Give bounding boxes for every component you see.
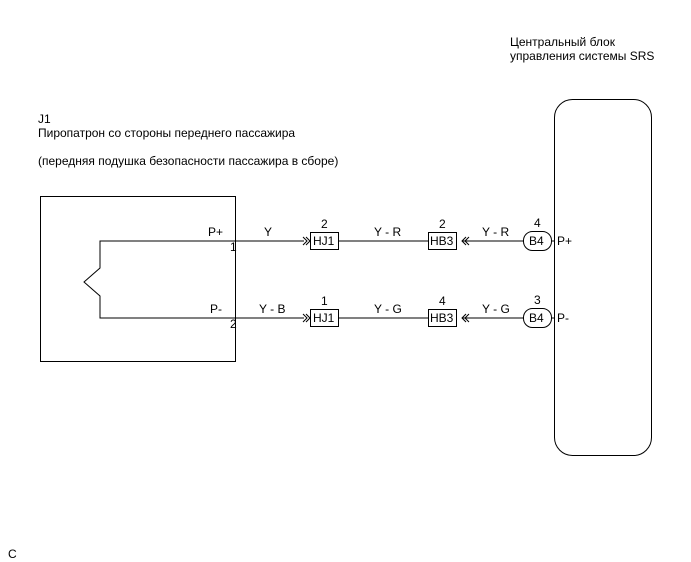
connector-b4-lower-name: B4 [529, 311, 544, 325]
connector-hj1-upper-name: HJ1 [313, 234, 335, 248]
connector-hj1-lower-name: HJ1 [313, 311, 335, 325]
squib-code: J1 [38, 112, 51, 126]
footer-code: C [8, 547, 17, 561]
chevron-upper-hb3-b [464, 236, 470, 246]
connector-hb3-upper-name: HB3 [430, 234, 454, 248]
wire-upper-2-color: Y - R [374, 225, 401, 239]
wire-lower-2-color: Y - G [374, 302, 402, 316]
connector-b4-upper-name: B4 [529, 234, 544, 248]
ecu-box [554, 99, 652, 456]
squib-name: Пиропатрон со стороны переднего пассажир… [38, 126, 296, 140]
chevron-lower-hb3-b [464, 313, 470, 323]
connector-hj1-lower [310, 309, 339, 327]
chevron-lower-hb3 [461, 313, 467, 323]
wire-lower-3-color: Y - G [482, 302, 510, 316]
squib-pin-minus-label: P- [210, 302, 222, 316]
squib-box [40, 196, 236, 362]
wire-upper-1-color: Y [264, 225, 272, 239]
squib-pin-minus-number: 2 [230, 317, 237, 331]
squib-element [83, 240, 235, 319]
squib-pin-plus-label: P+ [208, 225, 223, 239]
wire-upper-3-color: Y - R [482, 225, 509, 239]
squib-assembly: (передняя подушка безопасности пассажира… [38, 154, 339, 168]
connector-hb3-lower-name: HB3 [430, 311, 454, 325]
ecu-pin-plus: P+ [557, 234, 572, 248]
chevron-lower-hj1 [302, 313, 308, 323]
chevron-upper-hb3 [461, 236, 467, 246]
connector-b4-lower [523, 308, 552, 328]
connector-hb3-upper [428, 232, 457, 250]
wire-lower-1-color: Y - B [259, 302, 285, 316]
connector-hb3-lower [428, 309, 457, 327]
connector-b4-upper-pin: 4 [534, 216, 541, 230]
connector-b4-lower-pin: 3 [534, 293, 541, 307]
ecu-pin-minus: P- [557, 311, 569, 325]
ecu-title-line1: Центральный блок [510, 35, 615, 49]
chevron-upper-hj1 [302, 236, 308, 246]
ecu-title-line2: управления системы SRS [510, 49, 655, 63]
connector-hb3-lower-pin: 4 [439, 294, 446, 308]
connector-hb3-upper-pin: 2 [439, 217, 446, 231]
connector-b4-upper [523, 231, 552, 251]
connector-hj1-upper-pin: 2 [321, 217, 328, 231]
squib-pin-plus-number: 1 [230, 240, 237, 254]
connector-hj1-upper [310, 232, 339, 250]
connector-hj1-lower-pin: 1 [321, 294, 328, 308]
